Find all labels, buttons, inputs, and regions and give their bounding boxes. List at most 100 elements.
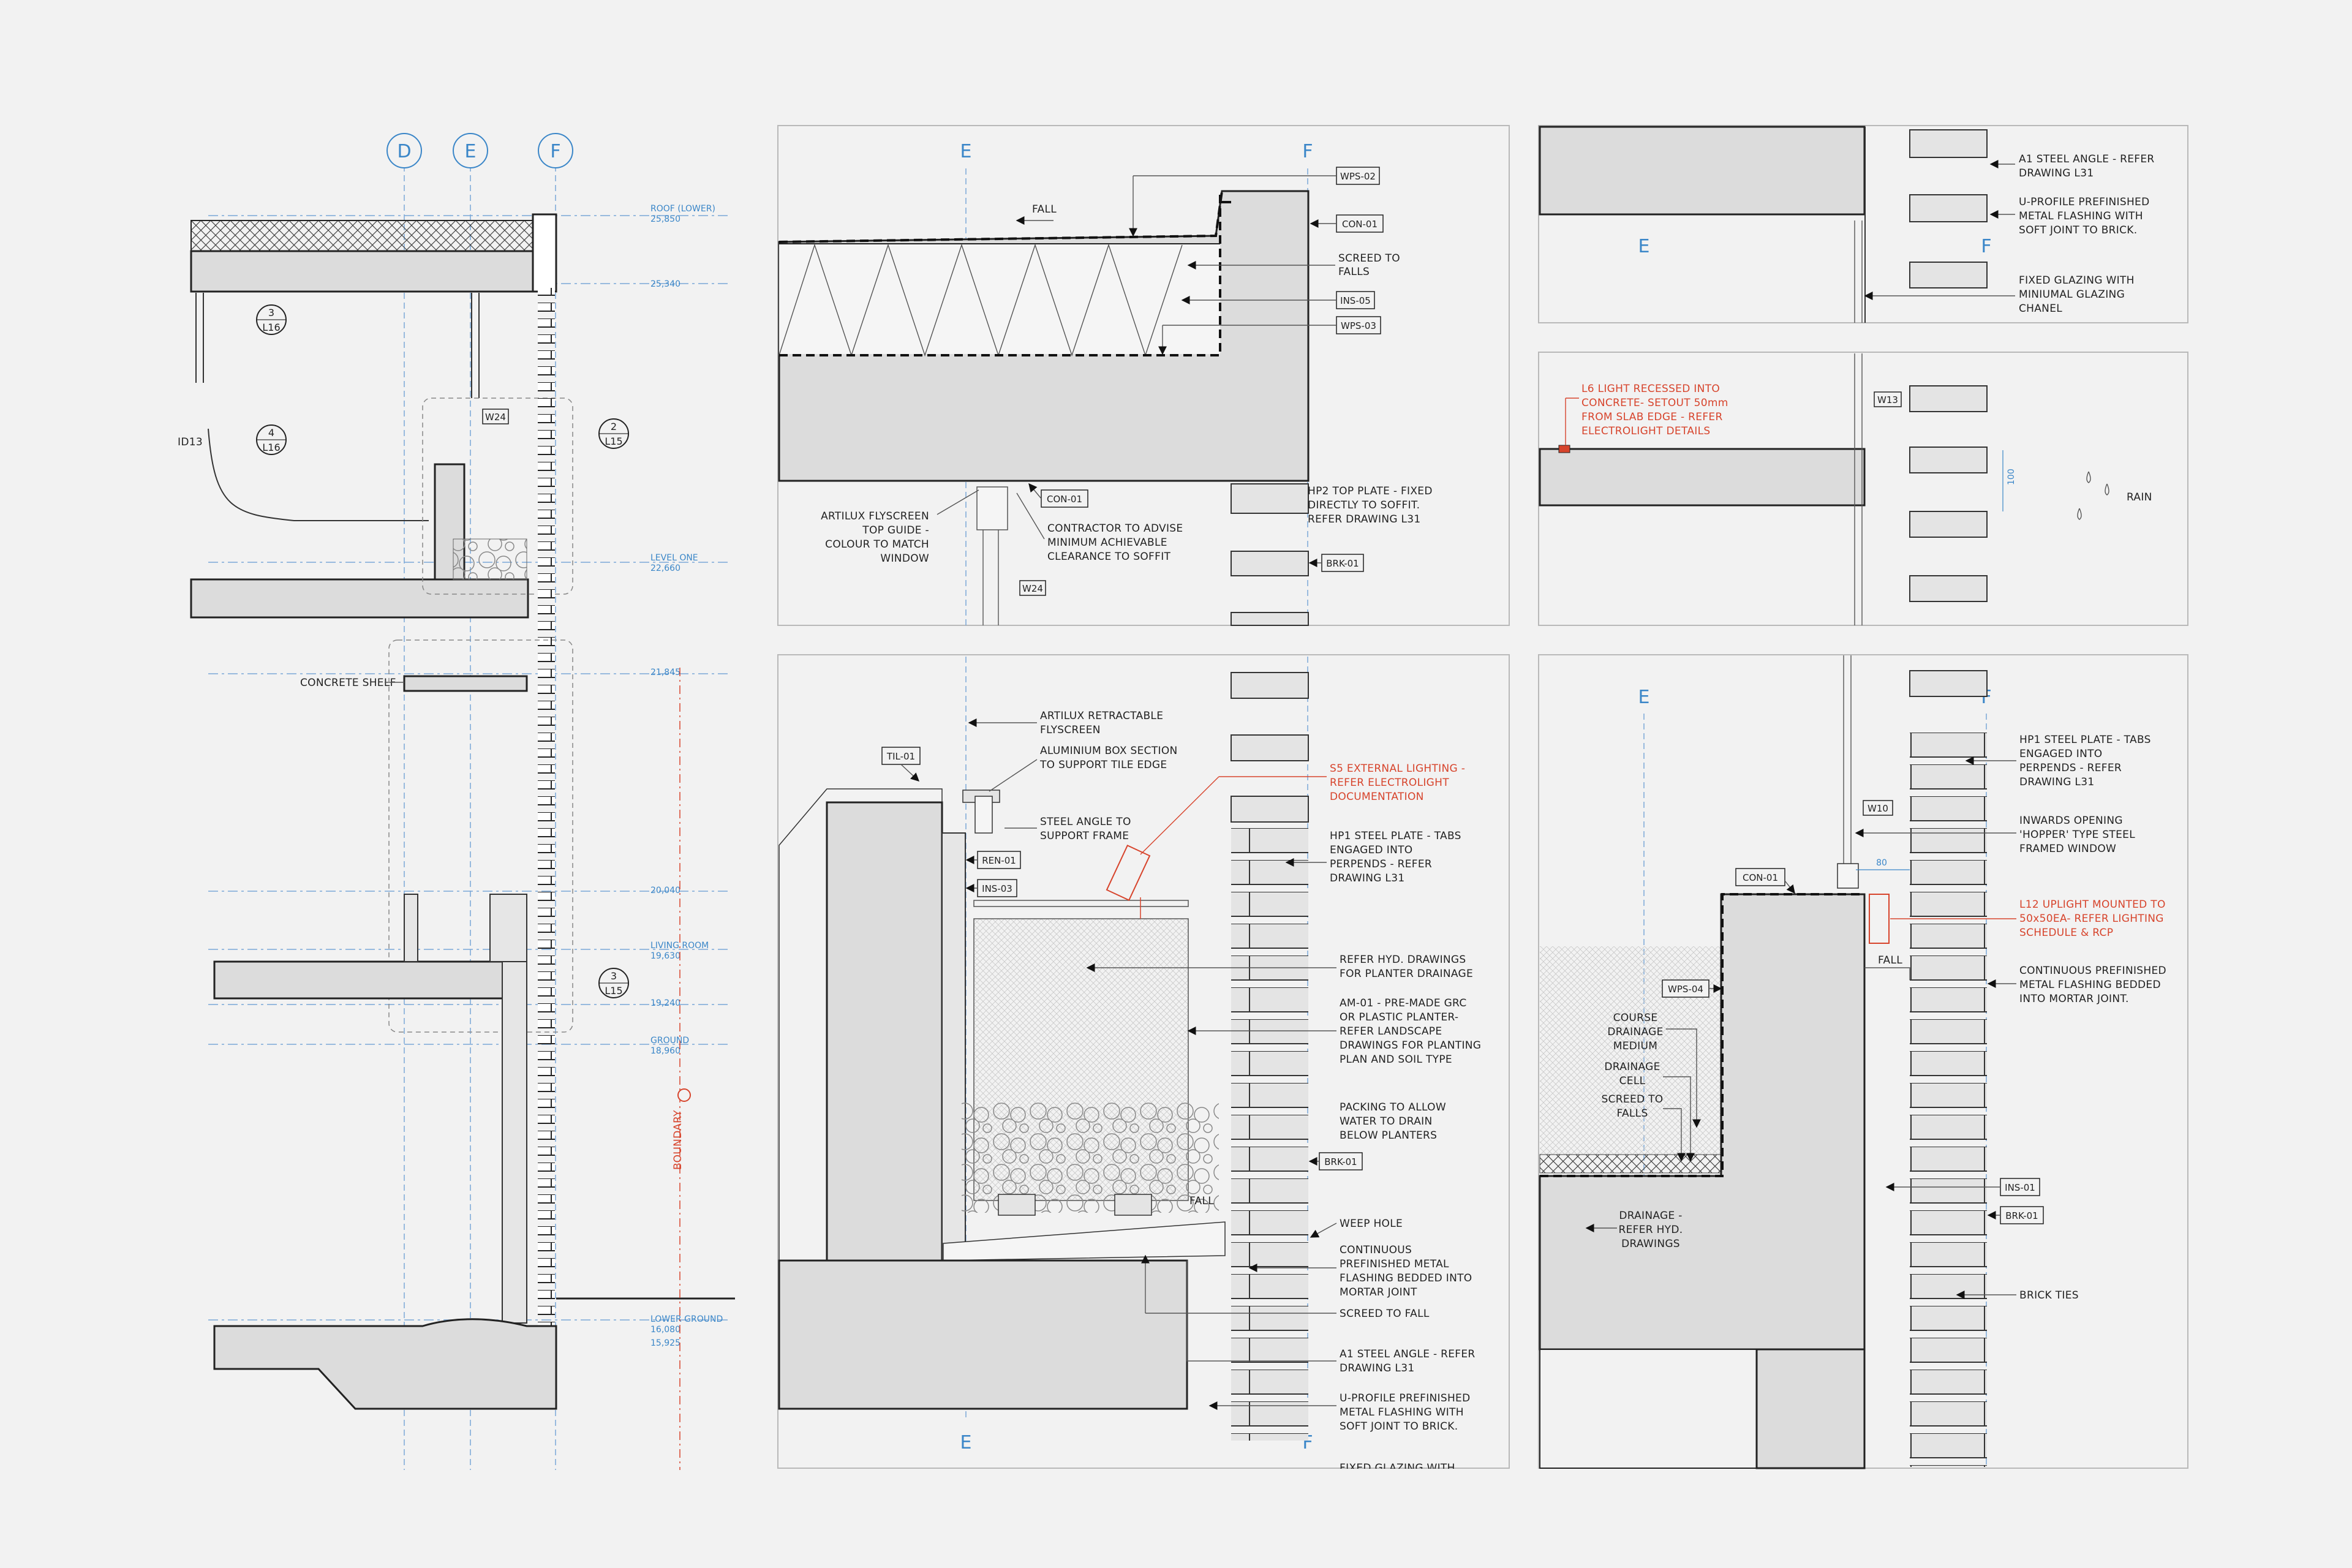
svg-text:METAL FLASHING BEDDED: METAL FLASHING BEDDED xyxy=(2019,979,2161,991)
fall-label: FALL xyxy=(1878,954,1902,967)
svg-text:REFER DRAWING L31: REFER DRAWING L31 xyxy=(1308,513,1421,526)
l6-light-note: L6 LIGHT RECESSED INTO xyxy=(1581,383,1720,395)
am01-planter-label: AM-01 - PRE-MADE GRC xyxy=(1340,997,1467,1009)
detail-bubble: 2 L15 xyxy=(598,418,629,449)
svg-text:MINIMUM ACHIEVABLE: MINIMUM ACHIEVABLE xyxy=(1047,537,1167,549)
svg-text:DRAWINGS: DRAWINGS xyxy=(1621,1238,1680,1250)
fall-label: FALL xyxy=(1189,1195,1214,1207)
svg-text:INTO MORTAR JOINT.: INTO MORTAR JOINT. xyxy=(2019,993,2129,1005)
recessed-light xyxy=(1558,445,1570,453)
hyd-drawings-label: REFER HYD. DRAWINGS xyxy=(1340,954,1466,966)
tag-ins-01: INS-01 xyxy=(2005,1182,2035,1193)
dimension-100: 100 xyxy=(2007,469,2016,485)
svg-text:DRAWING L31: DRAWING L31 xyxy=(2019,776,2094,788)
roof-parapet xyxy=(532,213,557,293)
a1-angle-label: A1 STEEL ANGLE - REFER xyxy=(1340,1348,1476,1360)
level-one-slab xyxy=(190,578,529,619)
svg-text:METAL FLASHING WITH: METAL FLASHING WITH xyxy=(1340,1406,1464,1419)
grid-label-d: D xyxy=(397,141,411,162)
svg-text:REFER HYD.: REFER HYD. xyxy=(1619,1224,1683,1236)
level-name: LIVING ROOM xyxy=(650,941,709,951)
svg-text:L16: L16 xyxy=(262,442,280,453)
svg-text:FALLS: FALLS xyxy=(1616,1107,1648,1120)
grid-label-e: E xyxy=(960,1432,972,1453)
svg-text:DIRECTLY TO SOFFIT.: DIRECTLY TO SOFFIT. xyxy=(1308,499,1420,511)
svg-text:CLEARANCE TO SOFFIT: CLEARANCE TO SOFFIT xyxy=(1047,551,1171,563)
rain-label: RAIN xyxy=(2127,491,2152,503)
tag-ren-01: REN-01 xyxy=(982,855,1016,866)
svg-text:WATER TO DRAIN: WATER TO DRAIN xyxy=(1340,1115,1432,1128)
svg-text:ENGAGED INTO: ENGAGED INTO xyxy=(2019,748,2102,760)
level-value: 15,925 xyxy=(650,1338,680,1348)
level-name: GROUND xyxy=(650,1036,689,1046)
tag-brk-01: BRK-01 xyxy=(1326,558,1359,569)
hp2-label: HP2 TOP PLATE - FIXED xyxy=(1308,485,1433,497)
svg-text:FALLS: FALLS xyxy=(1338,266,1370,278)
svg-text:OR PLASTIC PLANTER-: OR PLASTIC PLANTER- xyxy=(1340,1011,1458,1023)
svg-text:WINDOW: WINDOW xyxy=(880,552,929,565)
screed-label: SCREED TO xyxy=(1338,252,1400,265)
svg-text:FLYSCREEN: FLYSCREEN xyxy=(1040,724,1101,736)
hp1-plate-label: HP1 STEEL PLATE - TABS xyxy=(2019,734,2151,746)
fixed-glazing-label: FIXED GLAZING WITH xyxy=(2019,274,2135,287)
svg-text:FOR PLANTER DRAINAGE: FOR PLANTER DRAINAGE xyxy=(1340,968,1473,980)
svg-text:CELL: CELL xyxy=(1619,1075,1646,1087)
contractor-note: CONTRACTOR TO ADVISE xyxy=(1047,522,1183,535)
level-value: 19,240 xyxy=(650,998,680,1008)
tag-con-01: CON-01 xyxy=(1743,872,1778,883)
level-value: 25,340 xyxy=(650,279,680,289)
s5-lighting-note: S5 EXTERNAL LIGHTING - xyxy=(1330,763,1465,775)
level-value: 16,080 xyxy=(650,1325,680,1335)
grid-bubble-d: D xyxy=(386,133,422,168)
level-value: 19,630 xyxy=(650,951,680,961)
svg-text:COLOUR TO MATCH: COLOUR TO MATCH xyxy=(825,538,929,551)
svg-text:BELOW PLANTERS: BELOW PLANTERS xyxy=(1340,1129,1437,1142)
level-value: 18,960 xyxy=(650,1046,680,1056)
detail-panel-planter-edge: E F CON-01 WPS-04 INS-01 BRK-01 xyxy=(1538,654,2188,1469)
waterproof-membrane xyxy=(778,190,1223,243)
level-value: 22,660 xyxy=(650,564,680,573)
id-label: ID13 xyxy=(178,436,203,448)
tag-con-01-soffit: CON-01 xyxy=(1047,494,1082,505)
level-markers: ROOF (LOWER) 25,850 25,340 LEVEL ONE 22,… xyxy=(208,204,729,1348)
hopper-window-label: INWARDS OPENING xyxy=(2019,815,2123,827)
svg-text:DRAWINGS FOR PLANTING: DRAWINGS FOR PLANTING xyxy=(1340,1039,1481,1052)
detail-bubble: 3 L16 xyxy=(256,304,287,335)
uplight-fixture xyxy=(1869,894,1890,944)
roof-slab xyxy=(190,250,557,293)
detail-bubble: 4 L16 xyxy=(256,424,287,455)
svg-text:TOP GUIDE -: TOP GUIDE - xyxy=(862,524,929,537)
svg-text:DRAWING L31: DRAWING L31 xyxy=(2019,167,2094,179)
tag-brk-01: BRK-01 xyxy=(2005,1210,2038,1221)
svg-text:DRAINAGE: DRAINAGE xyxy=(1607,1026,1663,1038)
svg-text:REFER ELECTROLIGHT: REFER ELECTROLIGHT xyxy=(1330,777,1449,789)
lower-ground-slab xyxy=(213,1318,557,1410)
grid-label-f: F xyxy=(550,141,560,162)
svg-text:PERPENDS - REFER: PERPENDS - REFER xyxy=(1330,858,1432,870)
detail-panel-roof-parapet: E F FALL WPS-02 CON-01 SCREED TO FALLS xyxy=(777,125,1510,626)
svg-text:METAL FLASHING WITH: METAL FLASHING WITH xyxy=(2019,210,2143,222)
screed-falls-label: SCREED TO xyxy=(1602,1093,1664,1106)
boundary-label: BOUNDARY xyxy=(672,1110,684,1170)
svg-text:4: 4 xyxy=(268,427,274,439)
svg-text:REFER LANDSCAPE: REFER LANDSCAPE xyxy=(1340,1025,1442,1038)
tag-w10: W10 xyxy=(1868,803,1888,814)
window-tag: W24 xyxy=(485,412,506,423)
tag-wps-03: WPS-03 xyxy=(1341,320,1376,331)
brick-column xyxy=(1231,672,1309,1441)
svg-text:3: 3 xyxy=(611,970,617,982)
planter-gravel xyxy=(453,538,527,580)
l12-uplight-note: L12 UPLIGHT MOUNTED TO xyxy=(2019,899,2166,911)
grid-label-e: E xyxy=(1638,236,1650,257)
brick-facade xyxy=(538,288,555,1329)
living-room-slab xyxy=(213,960,522,1000)
svg-text:SCHEDULE & RCP: SCHEDULE & RCP xyxy=(2019,927,2113,939)
svg-text:MORTAR JOINT: MORTAR JOINT xyxy=(1340,1286,1417,1298)
continuous-flashing-label: CONTINUOUS xyxy=(1340,1244,1412,1256)
svg-text:L16: L16 xyxy=(262,322,280,333)
tag-w24: W24 xyxy=(1022,583,1043,594)
fall-label: FALL xyxy=(1032,203,1057,216)
weep-hole-label: WEEP HOLE xyxy=(1340,1218,1403,1230)
tag-ins-05: INS-05 xyxy=(1340,295,1371,306)
